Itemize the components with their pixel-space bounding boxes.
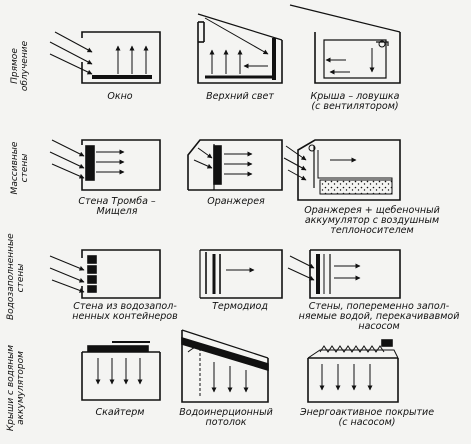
roof-trap-diagram [289, 4, 401, 84]
water-inertial-ceiling-diagram [181, 329, 269, 403]
caption-greenhouse-gravel: Оранжерея + щебеночный аккумулятор с воз… [304, 205, 440, 236]
window-diagram [49, 31, 161, 84]
greenhouse-gravel-diagram [283, 139, 401, 201]
caption-roof-trap: Крыша – ловушка (с вентилятором) [310, 91, 400, 112]
caption-window: Окно [107, 91, 133, 102]
greenhouse-diagram [187, 139, 283, 191]
row-label-water-walls: Водозаполненные стены [6, 233, 26, 320]
caption-alternately-filled-walls: Стены, попеременно запол- няемые водой, … [298, 301, 460, 332]
energy-active-roof-diagram [307, 339, 399, 403]
alternately-filled-walls-diagram [287, 249, 401, 299]
caption-trombe-wall: Стена Тромба – Мищеля [78, 196, 156, 217]
caption-greenhouse: Оранжерея [207, 196, 265, 207]
water-containers-diagram [49, 249, 161, 299]
thermodiode-diagram [199, 249, 283, 299]
row-label-direct-gain: Прямое облучение [10, 40, 30, 92]
row-label-massive-walls: Массивные стены [10, 141, 30, 195]
row-label-water-roofs: Крыши с водяным аккумулятором [6, 344, 26, 432]
caption-water-containers: Стена из водозапол- ненных контейнеров [72, 301, 178, 322]
skytherm-diagram [81, 341, 161, 401]
caption-skylight: Верхний свет [206, 91, 274, 102]
trombe-wall-diagram [49, 139, 161, 191]
caption-skytherm: Скайтерм [95, 407, 145, 418]
caption-energy-active-roof: Энергоактивное покрытие (с насосом) [299, 407, 435, 428]
caption-water-inertial-ceiling: Водоинерционный потолок [179, 407, 273, 428]
caption-thermodiode: Термодиод [212, 301, 268, 312]
skylight-diagram [197, 13, 283, 84]
